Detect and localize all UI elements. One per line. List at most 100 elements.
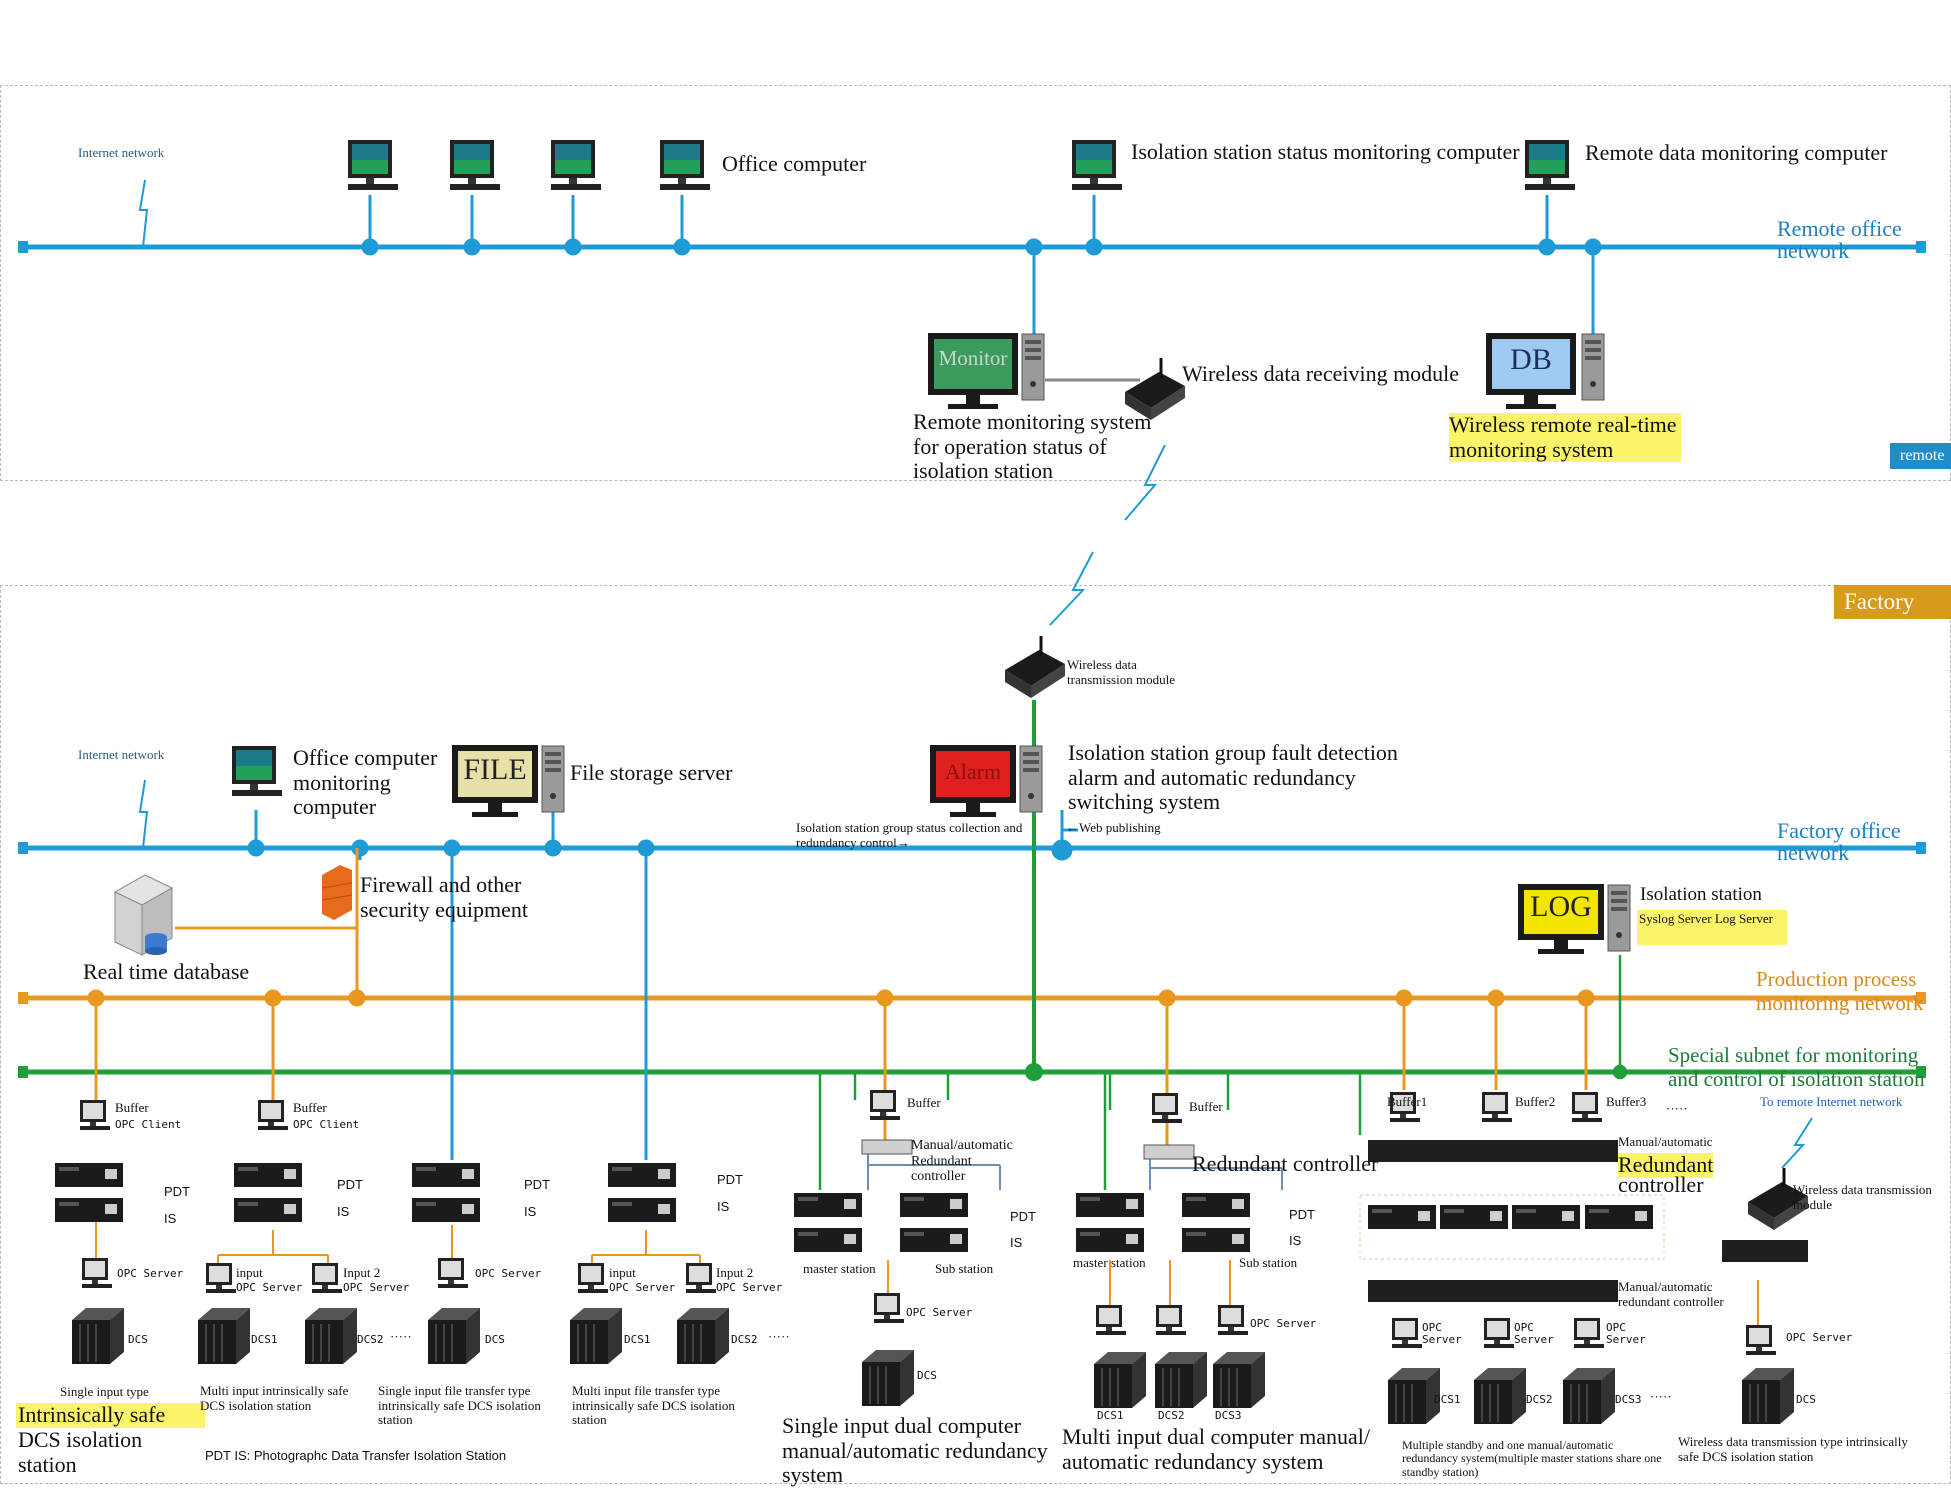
s5-sub: Sub station [935,1261,994,1276]
factory-zone-tag: Factory [1834,585,1951,619]
special-subnet-line [18,1066,1926,1078]
s4-pdt: PDT [717,1172,743,1187]
isolation-monitor-label: Isolation station status monitoring comp… [1131,139,1520,164]
s5-master: master station [803,1261,876,1276]
syslog-title-label: Isolation station [1640,884,1762,905]
s4-dcs2: DCS2 [731,1333,758,1346]
factory-office-monitor-label: Office computer monitoring computer [293,745,438,820]
s5-opc-server: OPC Server [906,1306,973,1319]
file-server-label: File storage server [570,760,733,785]
alarm-workstation [930,745,1043,817]
s1-buffer: Buffer [115,1100,149,1115]
s3-pdt: PDT [524,1177,550,1192]
log-server [1518,884,1631,954]
s7-redundant: Redundant [1618,1152,1714,1178]
caption-6: Multi input dual computer manual/ automa… [1062,1424,1370,1474]
s2-pdt: PDT [337,1177,363,1192]
s7-manual-auto-redundant: Manual/automatic redundant controller [1618,1279,1724,1309]
s3-opc-server: OPC Server [475,1267,542,1280]
factory-network-label: Factory office network [1777,818,1901,865]
caption-5: Single input dual computer manual/automa… [782,1413,1048,1488]
wireless-receiving-label: Wireless data receiving module [1182,361,1460,386]
caption-1b: Intrinsically safe [16,1402,206,1428]
s6-pdt: PDT [1289,1207,1315,1222]
s6-opc-server: OPC Server [1250,1317,1317,1330]
wireless-transmission-label: Wireless data transmission module [1067,657,1175,687]
caption-1c: DCS isolation station [18,1427,143,1477]
production-net-label: Production process monitoring network [1756,967,1924,1015]
s2-dcs2: DCS2 [357,1333,384,1346]
s8-wireless-label: Wireless data transmission module [1793,1182,1932,1212]
s1-opc-client: OPC Client [115,1118,182,1131]
s5-is: IS [1010,1235,1023,1250]
fault-detection-label: Isolation station group fault detection … [1068,740,1398,815]
realtime-db-label: Real time database [83,959,250,984]
production-network-line [18,992,1926,1004]
s6-redundant-controller: Redundant controller [1192,1151,1379,1176]
wireless-transmission-module [1003,634,1067,700]
s1-pdt: PDT [164,1184,190,1199]
s4-is: IS [717,1199,730,1214]
s7-dcs3: DCS3 [1615,1393,1642,1406]
remote-data-computer [1525,140,1575,190]
alarm-screen-text: Alarm [944,759,1002,784]
factory-office-network-line [18,842,1926,854]
s7-dcs1: DCS1 [1434,1393,1461,1406]
remote-zone-tag: remote [1890,443,1951,469]
wireless-realtime-label: Wireless remote real-time monitoring sys… [1449,412,1681,463]
s7-buffer3: Buffer3 [1606,1094,1647,1109]
monitor-screen-text: Monitor [938,346,1008,370]
office-computer-2 [450,140,500,190]
caption-4: Multi input file transfer type intrinsic… [572,1383,735,1428]
to-remote-label: To remote Internet network [1760,1094,1903,1109]
factory-internet-label: Internet network [78,747,165,762]
s7-dcs2: DCS2 [1526,1393,1553,1406]
s6-buffer: Buffer [1189,1099,1223,1114]
s7-opc-server-2: OPC Server [1514,1321,1554,1347]
station-1 [55,1100,131,1365]
db-workstation [1486,333,1605,409]
s2-buffer: Buffer [293,1100,327,1115]
s5-buffer: Buffer [907,1095,941,1110]
s6-dcs1: DCS1 [1097,1409,1124,1422]
office-computer-4 [660,140,710,190]
s2-input2: Input 2 [343,1265,381,1280]
s5-dcs: DCS [917,1369,937,1382]
s7-manual-auto: Manual/automatic [1618,1134,1713,1149]
s5-redundant-controller: Manual/automatic Redundant controller [911,1138,1013,1185]
s2-is: IS [337,1204,350,1219]
remote-monitoring-system-label: Remote monitoring system for operation s… [913,409,1152,484]
s7-ellipsis-b: ····· [1650,1389,1672,1404]
isolation-monitor-computer [1072,140,1122,190]
remote-data-label: Remote data monitoring computer [1585,140,1888,165]
s8-dcs: DCS [1796,1393,1816,1406]
caption-1a: Single input type [60,1384,149,1399]
s4-ellipsis: ····· [768,1329,790,1344]
status-collection-label: Isolation station group status collectio… [796,820,1023,850]
station-7 [1359,1092,1665,1425]
s1-is: IS [164,1211,177,1226]
s6-dcs2: DCS2 [1158,1409,1185,1422]
file-screen-text: FILE [463,753,527,786]
caption-7: Multiple standby and one manual/automati… [1402,1438,1662,1479]
s7-buffer2: Buffer2 [1515,1094,1556,1109]
web-publishing-label: ←Web publishing [1066,820,1161,835]
remote-office-network-line [18,241,1926,253]
factory-office-computer [232,746,282,796]
s2-opc-server-b: OPC Server [343,1281,410,1294]
s2-input: input [236,1265,263,1280]
s5-pdt: PDT [1010,1209,1036,1224]
pdt-note: PDT IS: Photographc Data Transfer Isolat… [205,1448,507,1463]
log-screen-text: LOG [1530,890,1592,923]
office-computer-label: Office computer [722,151,867,176]
db-screen-text: DB [1510,343,1552,376]
s2-opc-client: OPC Client [293,1118,360,1131]
s7-buffer1: Buffer1 [1387,1094,1428,1109]
s1-opc-server: OPC Server [117,1267,184,1280]
s2-opc-server-a: OPC Server [236,1281,303,1294]
file-server [452,745,565,817]
remote-internet-label: Internet network [78,145,165,160]
s2-ellipsis: ····· [390,1329,412,1344]
remote-network-label: Remote office network [1777,216,1902,263]
